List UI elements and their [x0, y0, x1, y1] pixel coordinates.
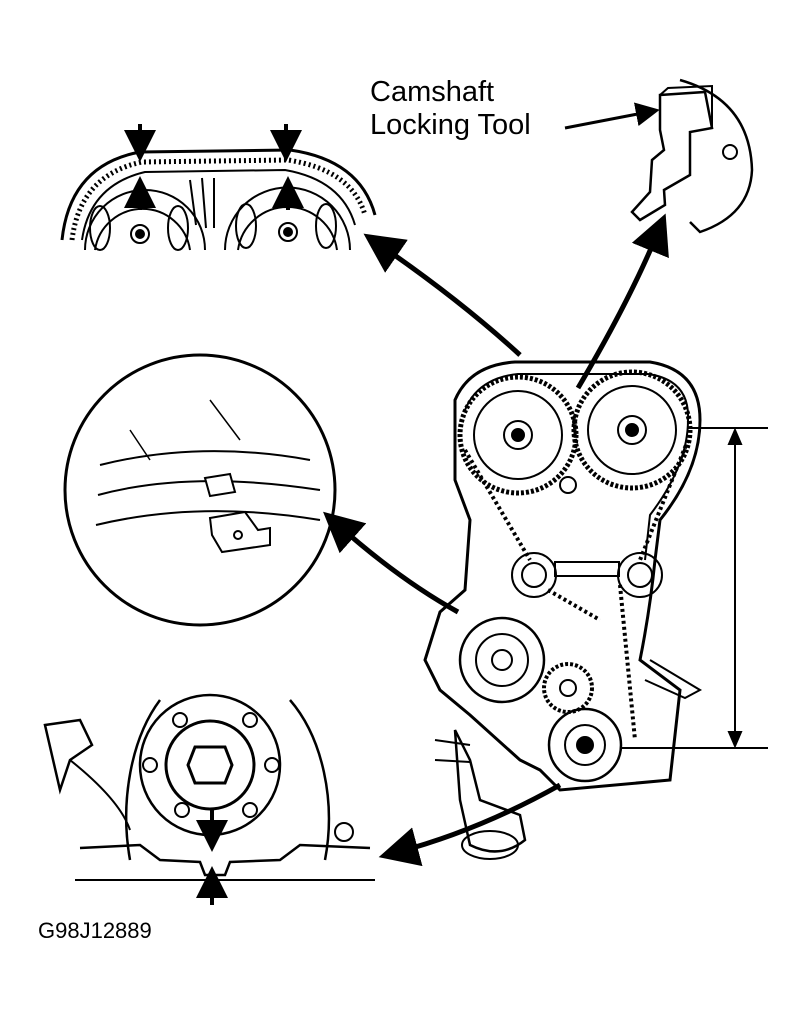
crankshaft-timing-detail [43, 693, 375, 905]
tool-label-line1: Camshaft [370, 76, 495, 108]
camshaft-sprocket-detail [60, 124, 377, 251]
camshaft-locking-tool-label: Camshaft Locking Tool [370, 76, 531, 142]
tensioner-pointer-detail [63, 353, 337, 627]
camshaft-locking-tool [564, 78, 754, 234]
tool-label-line2: Locking Tool [370, 109, 531, 141]
engine-timing-belt-assembly [323, 213, 768, 867]
figure-id-label: G98J12889 [38, 918, 152, 943]
